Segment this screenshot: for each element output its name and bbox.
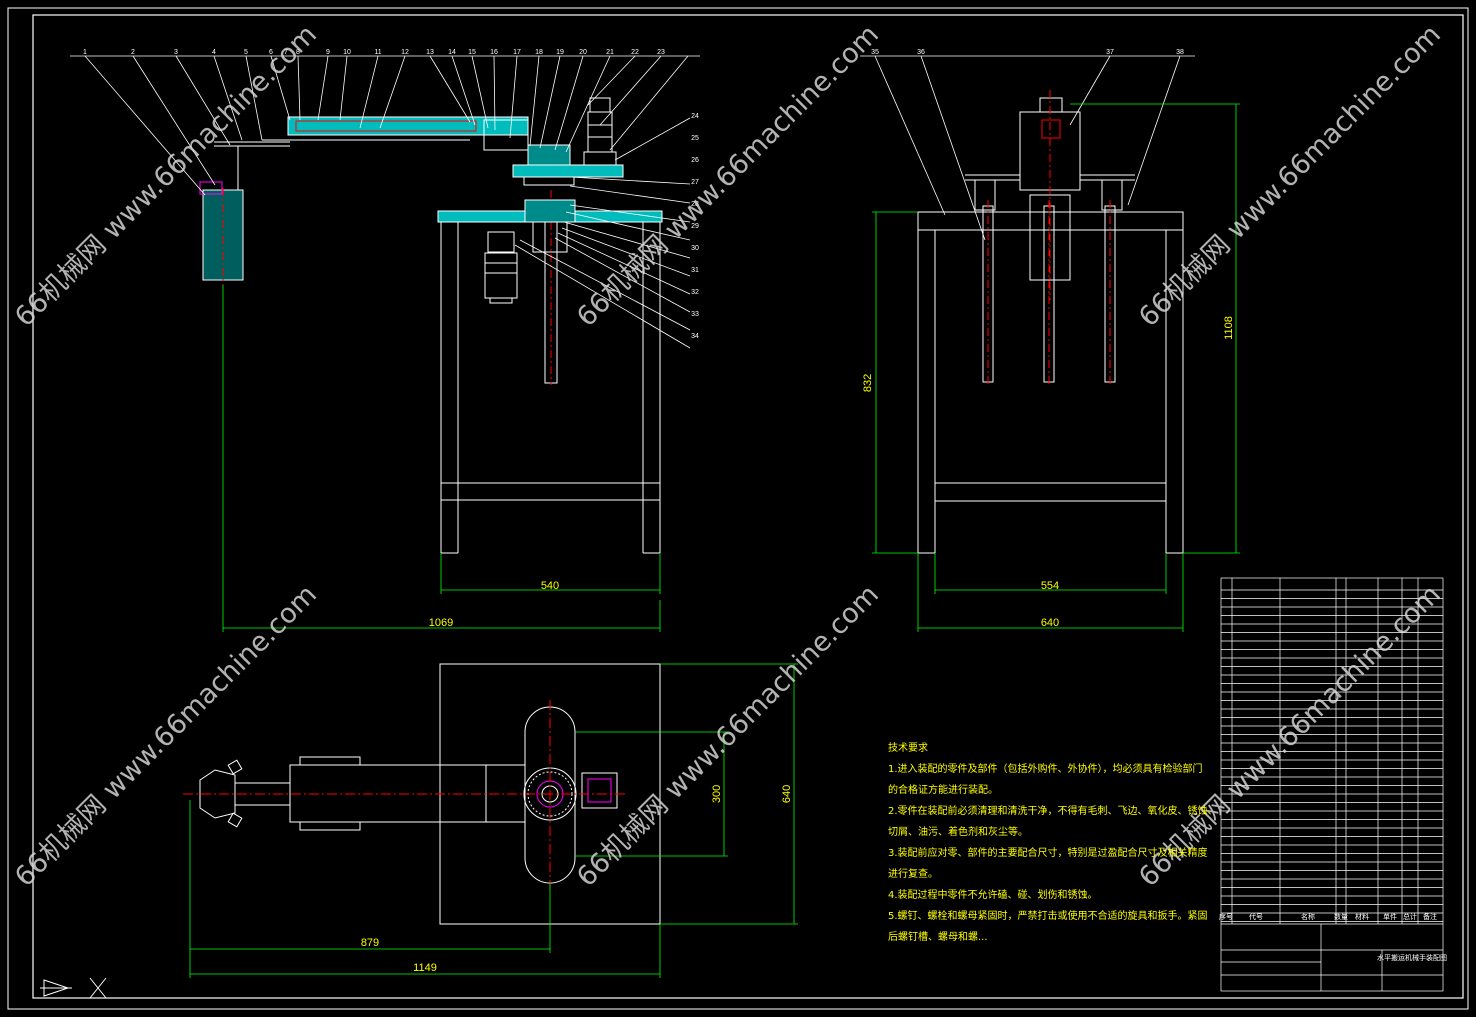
- parts-list-header-cell: 数量: [1334, 912, 1348, 921]
- balloon-number: 32: [691, 289, 699, 296]
- balloon-number: 34: [691, 333, 699, 340]
- parts-list-header-cell: 代号: [1249, 912, 1263, 921]
- balloon-number: 3: [174, 49, 178, 56]
- balloon-number: 21: [606, 49, 614, 56]
- parts-list-header-cell: 序号: [1219, 912, 1233, 921]
- balloon-number: 5: [244, 49, 248, 56]
- front-dimensions: [222, 285, 661, 632]
- requirement-line: 进行复查。: [888, 869, 938, 880]
- balloon-number: 13: [426, 49, 434, 56]
- balloon-number: 37: [1106, 49, 1114, 56]
- balloon-number: 18: [535, 49, 543, 56]
- parts-list-header-cell: 备注: [1423, 912, 1437, 921]
- balloon-number: 30: [691, 245, 699, 252]
- requirement-line: 后螺钉槽、螺母和螺...: [888, 932, 988, 943]
- dim-side-inner-width: 554: [1041, 580, 1059, 592]
- balloon-number: 1: [83, 49, 87, 56]
- parts-list-header-cell: 总计: [1403, 912, 1417, 921]
- dim-top-overall-length: 1149: [413, 962, 437, 974]
- balloon-number: 12: [401, 49, 409, 56]
- requirement-line: 3.装配前应对零、部件的主要配合尺寸，特别是过盈配合尺寸及相关精度: [888, 848, 1208, 859]
- drawing-name: 水平搬运机械手装配图: [1377, 953, 1447, 962]
- requirement-line: 的合格证方能进行装配。: [888, 785, 998, 796]
- dim-front-base-width: 540: [541, 580, 559, 592]
- watermark: 66机械网 www.66machine.com: [9, 579, 323, 893]
- balloon-number: 31: [691, 267, 699, 274]
- parts-list-header: 序号 代号 名称 数量材料 单件总计备注: [1219, 912, 1437, 921]
- balloon-number: 27: [691, 179, 699, 186]
- balloon-number: 16: [490, 49, 498, 56]
- balloon-number: 38: [1176, 49, 1184, 56]
- side-view: [860, 55, 1240, 632]
- balloon-number: 25: [691, 135, 699, 142]
- balloon-number: 9: [326, 49, 330, 56]
- technical-requirements-title: 技术要求: [888, 743, 928, 754]
- watermark-group: 66机械网 www.66machine.com 66机械网 www.66mach…: [9, 19, 1447, 893]
- balloon-number: 2: [131, 49, 135, 56]
- watermark: 66机械网 www.66machine.com: [571, 579, 885, 893]
- balloon-number: 7: [284, 49, 288, 56]
- dim-front-overall-width: 1069: [429, 617, 453, 629]
- sheet-border: [7, 7, 1469, 1010]
- side-balloon-numbers: 35 36 37 38: [871, 49, 1184, 56]
- parts-list-header-cell: 材料: [1355, 912, 1369, 921]
- balloon-number: 29: [691, 223, 699, 230]
- balloon-number: 10: [343, 49, 351, 56]
- dim-side-outer-width: 640: [1041, 617, 1059, 629]
- balloon-number: 22: [631, 49, 639, 56]
- balloon-number: 6: [269, 49, 273, 56]
- front-right-leaders: [514, 117, 691, 349]
- balloon-number: 14: [448, 49, 456, 56]
- balloon-number: 8: [296, 49, 300, 56]
- balloon-number: 11: [374, 49, 381, 56]
- requirement-line: 切屑、油污、着色剂和灰尘等。: [888, 827, 1028, 838]
- balloon-number: 23: [657, 49, 665, 56]
- dim-side-table-height: 832: [862, 374, 874, 392]
- technical-requirements: 技术要求 1.进入装配的零件及部件（包括外购件、外协件），均必须具有检验部门 的…: [888, 738, 1218, 948]
- parts-list-header-cell: 单件: [1383, 912, 1397, 921]
- balloon-number: 36: [917, 49, 925, 56]
- balloon-number: 35: [871, 49, 879, 56]
- balloon-number: 17: [513, 49, 521, 56]
- balloon-number: 33: [691, 311, 699, 318]
- parts-list-header-cell: 名称: [1301, 912, 1315, 921]
- balloon-number: 15: [468, 49, 476, 56]
- balloon-number: 28: [691, 201, 699, 208]
- balloon-number: 20: [579, 49, 587, 56]
- balloon-number: 4: [212, 49, 216, 56]
- front-view: [70, 55, 700, 632]
- dim-side-overall-height: 1108: [1223, 316, 1235, 340]
- balloon-number: 19: [556, 49, 564, 56]
- front-right-balloon-numbers: 24 25 26 27 28 29 30 31 32 33 34: [691, 113, 699, 340]
- front-balloon-leaders: [70, 55, 700, 196]
- dim-top-base-depth: 640: [781, 785, 793, 803]
- parts-list-table: [1220, 577, 1444, 992]
- requirement-line: 5.螺钉、螺栓和螺母紧固时，严禁打击或使用不合适的旋具和扳手。紧固: [888, 911, 1208, 922]
- balloon-number: 26: [691, 157, 699, 164]
- requirement-line: 4.装配过程中零件不允许磕、碰、划伤和锈蚀。: [888, 890, 1098, 901]
- requirement-line: 2.零件在装配前必须清理和清洗干净，不得有毛刺、飞边、氧化皮、锈蚀、: [888, 806, 1218, 817]
- projection-symbol: [40, 977, 107, 999]
- dim-top-turntable-span: 300: [711, 785, 723, 803]
- requirement-line: 1.进入装配的零件及部件（包括外购件、外协件），均必须具有检验部门: [888, 764, 1203, 775]
- top-view: [183, 663, 798, 978]
- watermark: 66机械网 www.66machine.com: [1133, 19, 1447, 333]
- dim-top-arm-length: 879: [361, 937, 379, 949]
- balloon-number: 24: [691, 113, 699, 120]
- watermark: 66机械网 www.66machine.com: [9, 19, 323, 333]
